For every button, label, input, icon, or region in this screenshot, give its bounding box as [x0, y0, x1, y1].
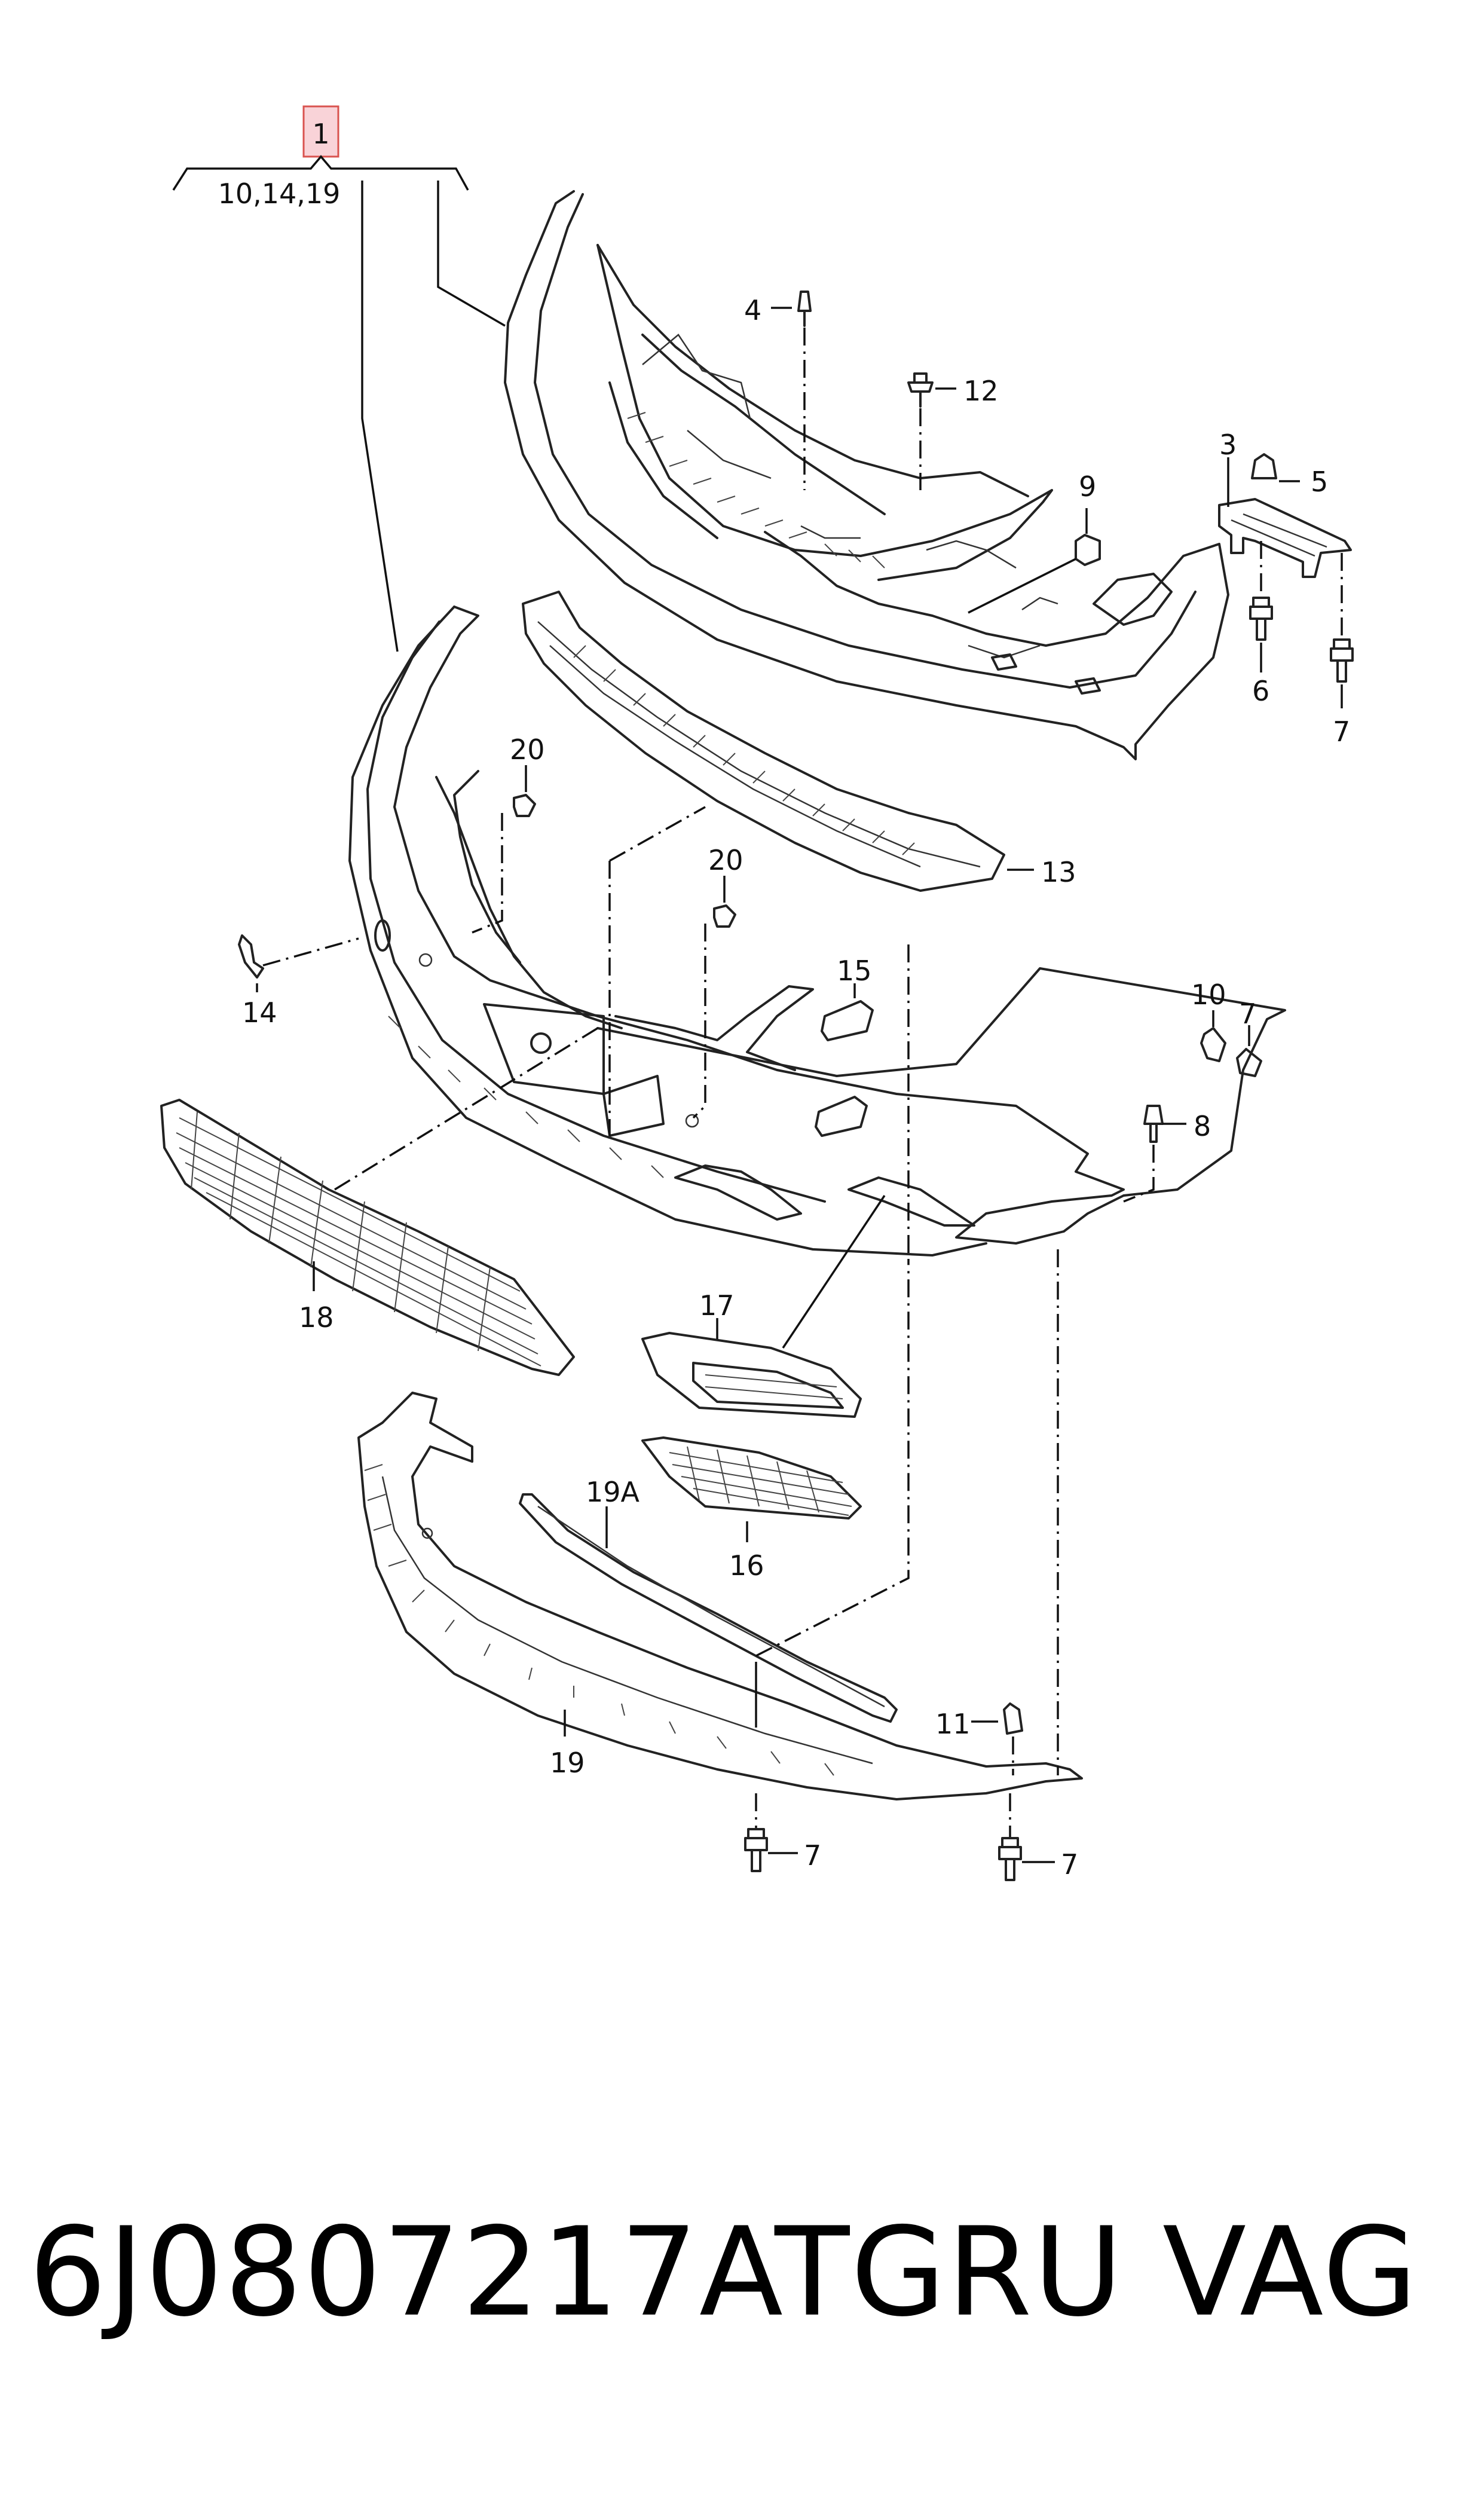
- leader-1-left: [361, 181, 399, 652]
- callout-1-sublabel: 10,14,19: [218, 178, 341, 210]
- leader-1-right: [437, 181, 506, 327]
- bumper-cover: [348, 606, 1286, 1257]
- screw-7-bottom-left: 7: [744, 1793, 821, 1872]
- callout-20-label-b: 20: [708, 844, 743, 876]
- screw-6: [1249, 597, 1273, 641]
- fog-lamp-trim: 17: [641, 1195, 886, 1418]
- clip-11: 11: [935, 1249, 1059, 1775]
- callout-7-label-a: 7: [1333, 716, 1350, 748]
- clip-5: [1251, 453, 1277, 479]
- clip-20-right: 20: [692, 844, 743, 1119]
- clip-20-left: 20: [472, 733, 545, 934]
- callout-5-label: 5: [1311, 466, 1328, 498]
- callout-18-label: 18: [299, 1301, 334, 1334]
- bumper-carrier: [504, 190, 1229, 760]
- callout-10-label: 10: [1191, 979, 1226, 1011]
- washer-cap-15: 15: [815, 944, 910, 1261]
- callout-14-label: 14: [242, 996, 277, 1029]
- spoiler-trim-strip: 19A: [519, 1261, 910, 1728]
- tow-hook-cover: [530, 1032, 552, 1054]
- clip-10-assembly: 10 7: [1191, 979, 1262, 1077]
- screw-7-bottom-right: 7: [998, 1793, 1078, 1881]
- side-bracket-assembly: 5 3 6 7: [1218, 429, 1354, 748]
- callout-16-label: 16: [729, 1549, 764, 1582]
- callout-17-label: 17: [699, 1289, 735, 1322]
- clip-9: 9: [968, 470, 1101, 614]
- screw-7-side: [1236, 1048, 1262, 1077]
- screw-7-bracket: [1330, 638, 1354, 683]
- callout-6-label: 6: [1252, 675, 1269, 707]
- side-bracket: [1218, 498, 1352, 578]
- callout-8-label: 8: [1194, 1110, 1211, 1142]
- fastener-12: 12: [907, 372, 999, 490]
- callout-19-label: 19: [550, 1747, 585, 1779]
- callout-1-label: 1: [312, 118, 329, 150]
- callout-11-label: 11: [935, 1708, 971, 1740]
- fastener-4: 4: [744, 291, 812, 490]
- callout-13-label: 13: [1041, 856, 1076, 888]
- callout-4-label: 4: [744, 294, 761, 326]
- fog-grille-insert: 16: [641, 1436, 862, 1582]
- callout-7-label-d: 7: [1061, 1848, 1078, 1881]
- callout-15-label: 15: [837, 955, 872, 987]
- callout-7-label-c: 7: [804, 1839, 821, 1872]
- tow-eye-cap: 14: [238, 934, 359, 1029]
- callout-3-label: 3: [1219, 429, 1237, 461]
- brand-label: VAG: [1162, 2202, 1419, 2344]
- callout-1-group: 1 10,14,19: [172, 105, 506, 652]
- screw-8: 8: [1123, 1105, 1211, 1203]
- callout-1-bracket: [172, 155, 469, 191]
- lower-grille: 18: [160, 1027, 598, 1376]
- reinforcement-bar: 13: [522, 591, 1076, 892]
- callout-12-label: 12: [963, 375, 999, 407]
- leader-13-diag: [609, 806, 706, 862]
- callout-7-label-b: 7: [1239, 998, 1256, 1030]
- callout-19a-label: 19A: [586, 1476, 640, 1508]
- callout-9-label: 9: [1079, 470, 1096, 503]
- callout-20-label-a: 20: [510, 733, 545, 766]
- part-number: 6J0807217ATGRU: [29, 2202, 1124, 2344]
- lower-spoiler: 19: [357, 1392, 1083, 1800]
